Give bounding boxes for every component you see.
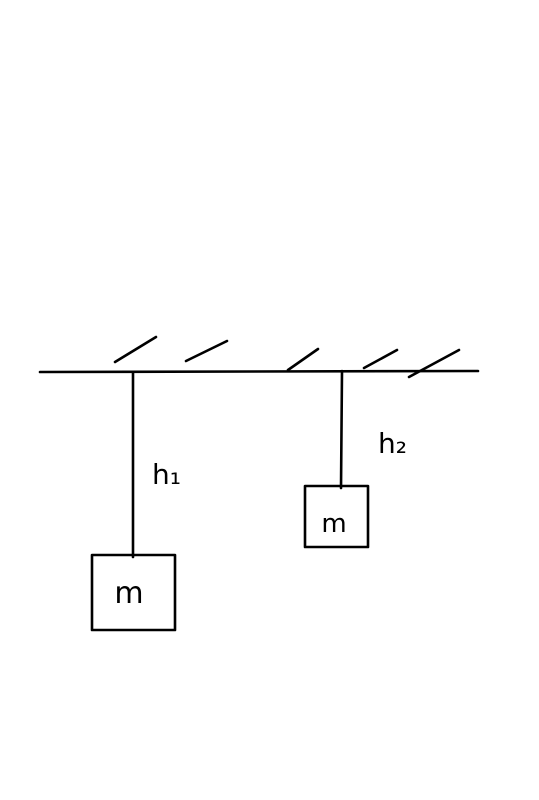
ceiling-hatch-1 — [113, 335, 158, 364]
left-mass-box — [90, 553, 177, 632]
ceiling-hatch-4 — [362, 348, 399, 370]
ceiling-support — [38, 335, 480, 379]
right-pendulum: m h₂ — [303, 369, 407, 549]
left-pendulum: m h₁ — [90, 370, 181, 632]
right-string-label: h₂ — [378, 427, 407, 460]
ceiling-line — [38, 369, 480, 374]
left-mass-label: m — [114, 576, 143, 611]
right-mass-box — [303, 484, 370, 549]
ceiling-hatch-3 — [286, 347, 320, 372]
right-string — [339, 369, 344, 490]
ceiling-hatch-2 — [184, 339, 229, 363]
left-string-label: h₁ — [152, 458, 181, 491]
right-mass-label: m — [321, 509, 346, 539]
ceiling-hatch-5 — [407, 348, 461, 379]
